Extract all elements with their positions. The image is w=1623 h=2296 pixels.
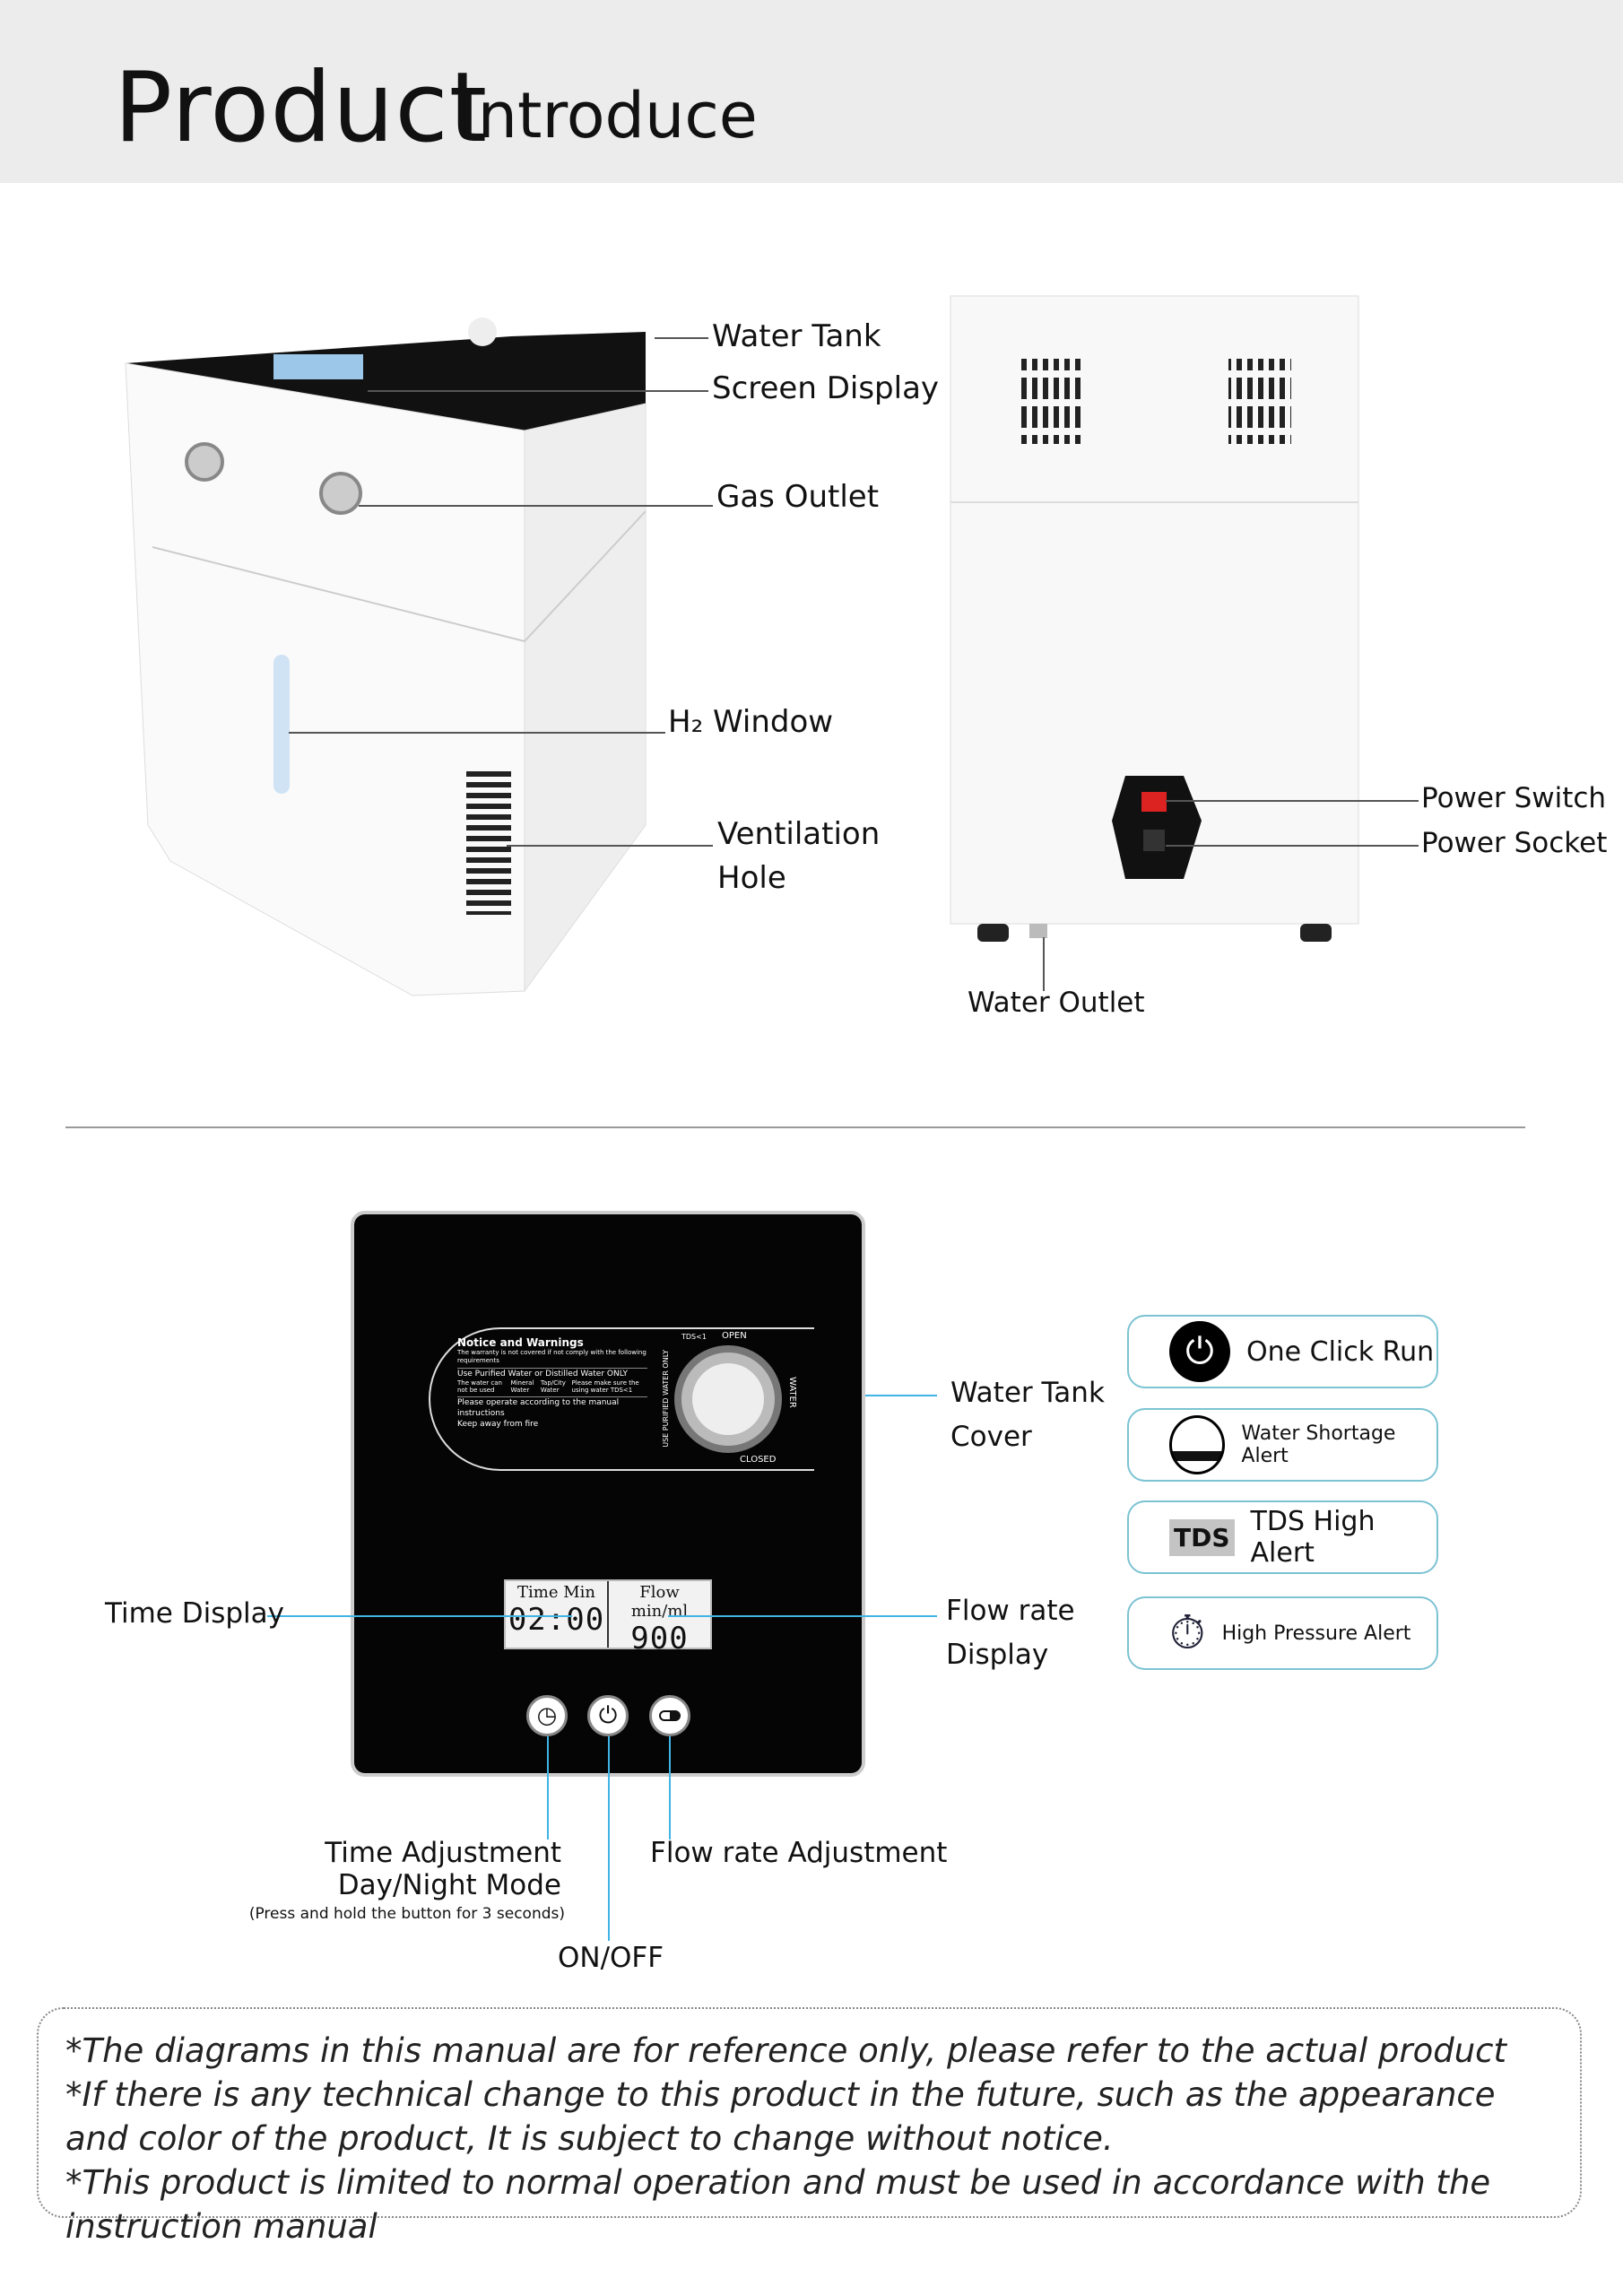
alert-label: Water Shortage Alert — [1241, 1422, 1396, 1467]
notice-bullet-1: Please operate according to the manual i… — [457, 1396, 647, 1419]
header-band — [0, 0, 1623, 183]
dial-tds: TDS<1 — [681, 1333, 707, 1341]
alert-water-shortage: Water Shortage Alert — [1127, 1408, 1438, 1482]
alert-high-pressure: ⏱ High Pressure Alert — [1127, 1596, 1438, 1670]
dial-cap — [692, 1363, 764, 1435]
dial-closed: CLOSED — [740, 1455, 777, 1465]
notice-subtitle: The warranty is not covered if not compl… — [457, 1349, 647, 1364]
lcd-time-header: Time Min — [517, 1583, 595, 1602]
label-screen-display: Screen Display — [712, 370, 940, 406]
tds-icon: TDS — [1169, 1518, 1235, 1556]
label-tank-cover-2: Cover — [950, 1421, 1032, 1453]
leader-water-outlet — [1043, 937, 1045, 991]
leader-on-off — [608, 1736, 610, 1941]
label-day-night: Day/Night Mode — [337, 1869, 561, 1901]
notice-cannot-use: The water can not be used — [457, 1379, 502, 1394]
dial-open: OPEN — [722, 1331, 747, 1341]
label-power-socket: Power Socket — [1421, 827, 1608, 859]
clock-icon: ◷ — [536, 1702, 558, 1729]
leader-power-switch — [1166, 800, 1419, 802]
leader-h2-window — [289, 732, 665, 734]
label-on-off: ON/OFF — [558, 1942, 664, 1974]
leader-power-socket — [1166, 845, 1419, 847]
notice-tap: Tap/City Water — [540, 1379, 566, 1394]
alert-label: TDS High Alert — [1250, 1506, 1376, 1569]
leader-screen-display — [368, 390, 708, 392]
leader-gas-outlet — [359, 505, 713, 507]
leader-time-display — [267, 1615, 572, 1617]
notice-bullet-2: Keep away from fire — [457, 1420, 539, 1429]
disclaimer-box: *The diagrams in this manual are for ref… — [37, 2007, 1582, 2246]
time-adjust-button[interactable]: ◷ — [526, 1695, 568, 1736]
power-button[interactable]: ⏻ — [587, 1695, 629, 1736]
section-divider — [65, 1126, 1525, 1128]
control-panel-image — [351, 1211, 865, 1777]
flow-adjust-button[interactable] — [649, 1695, 690, 1736]
alert-one-click-run: ⏻ One Click Run — [1127, 1315, 1438, 1388]
notice-mineral: Mineral Water — [510, 1379, 534, 1394]
leader-flow-display — [668, 1615, 937, 1617]
disclaimer-line-1: *The diagrams in this manual are for ref… — [65, 2031, 1507, 2070]
disclaimer-line-3: *This product is limited to normal opera… — [65, 2163, 1491, 2246]
notice-rule: Use Purified Water or Distilled Water ON… — [457, 1368, 647, 1379]
label-ventilation: Ventilation — [717, 816, 881, 852]
water-shortage-icon — [1169, 1415, 1226, 1474]
label-flow-display: Flow rate — [946, 1595, 1075, 1627]
label-water-outlet: Water Outlet — [968, 987, 1145, 1019]
notice-tds: Please make sure the using water TDS<1 — [571, 1379, 639, 1394]
label-ventilation-hole: Hole — [717, 860, 786, 896]
label-power-switch: Power Switch — [1421, 782, 1607, 814]
label-water-tank: Water Tank — [712, 318, 881, 354]
page-title: Product — [114, 52, 489, 164]
label-flow-display-2: Display — [946, 1639, 1049, 1671]
page-subtitle: Introduce — [459, 79, 758, 152]
dial-water: WATER — [787, 1377, 797, 1408]
label-tank-cover: Water Tank — [950, 1377, 1105, 1409]
alert-label: High Pressure Alert — [1221, 1622, 1411, 1645]
label-gas-outlet: Gas Outlet — [716, 479, 880, 515]
label-time-adjust: Time Adjustment — [325, 1837, 561, 1869]
leader-flow-adjust — [669, 1736, 671, 1839]
lcd-time-value: 02:00 — [508, 1602, 605, 1638]
label-flow-adjust: Flow rate Adjustment — [650, 1837, 948, 1869]
stopwatch-icon: ⏱ — [1169, 1605, 1206, 1660]
leader-time-adjust — [547, 1736, 549, 1839]
label-h2-window: H₂ Window — [668, 704, 834, 740]
leader-ventilation — [507, 845, 713, 847]
alert-tds-high: TDS TDS High Alert — [1127, 1500, 1438, 1574]
notice-warning-plate: Notice and Warnings The warranty is not … — [429, 1327, 814, 1471]
power-icon: ⏻ — [598, 1701, 618, 1729]
disclaimer-line-2: *If there is any technical change to thi… — [65, 2075, 1496, 2158]
front-view-machine-image — [125, 317, 647, 996]
notice-title: Notice and Warnings — [457, 1336, 584, 1349]
leader-tank-cover — [865, 1395, 937, 1396]
toggle-icon — [659, 1710, 681, 1721]
label-time-display: Time Display — [105, 1597, 284, 1630]
label-press-hold: (Press and hold the button for 3 seconds… — [248, 1905, 565, 1923]
power-icon: ⏻ — [1169, 1321, 1230, 1382]
alert-label: One Click Run — [1246, 1335, 1435, 1368]
dial-ring-text: USE PURIFIED WATER ONLY — [662, 1350, 670, 1448]
back-view-machine-image — [950, 295, 1359, 942]
lcd-flow-value: 900 — [630, 1621, 689, 1657]
leader-water-tank — [655, 337, 708, 339]
